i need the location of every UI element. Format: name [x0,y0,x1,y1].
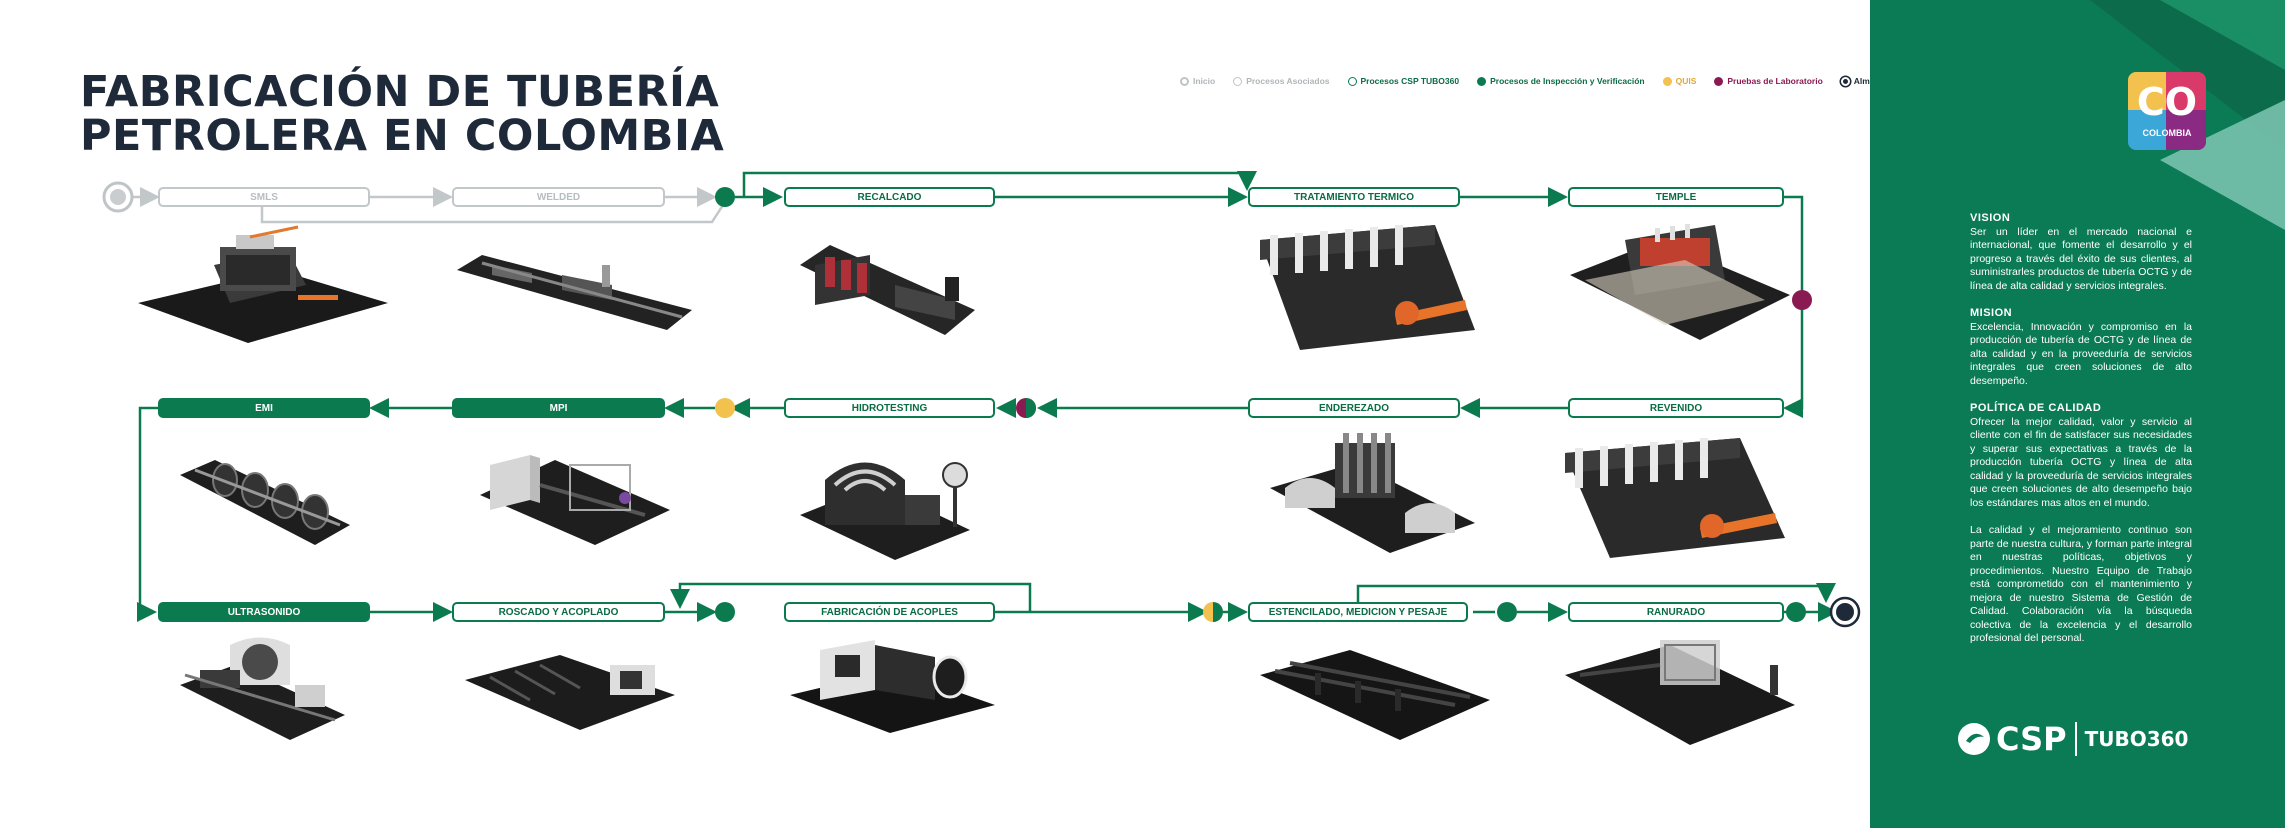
legend-purple-dot-icon [1714,76,1724,86]
stage-roscado-acoplado: ROSCADO Y ACOPLADO [452,602,665,622]
stage-emi: EMI [158,398,370,418]
csp-circle-icon [1958,723,1990,755]
mision-heading: MISION [1970,307,2013,319]
legend-item-quis: QUIS [1662,76,1696,86]
ranurado-machine-image [1565,640,1795,745]
legend-ring-icon [1233,76,1243,86]
stage-temple: TEMPLE [1568,187,1784,207]
process-diagram: FABRICACIÓN DE TUBERÍA PETROLERA EN COLO… [80,67,1902,745]
inspection-dot-icon [715,602,735,622]
lab-dot-icon [1792,290,1812,310]
roscado-machine-image [465,655,675,730]
legend-green-dot-icon [1477,76,1487,86]
stage-recalcado: RECALCADO [784,187,995,207]
colombia-logo: CO COLOMBIA [2128,72,2206,150]
storage-end-icon [1829,596,1861,628]
legend-ring-icon [1347,76,1357,86]
politica-text: Ofrecer la mejor calidad, valor y servic… [1970,415,2192,509]
recalcado-machine-image [800,245,975,335]
legend-item-csp: Procesos CSP TUBO360 [1347,76,1459,86]
smls-machine-image [138,225,388,343]
mission-text-block: VISION Ser un líder en el mercado nacion… [1970,212,2192,660]
legend-end-icon [1840,76,1850,86]
mpi-machine-image [480,455,670,545]
stage-revenido: REVENIDO [1568,398,1784,418]
legend-yellow-dot-icon [1662,76,1672,86]
legend-item-inicio: Inicio [1180,76,1215,86]
stage-welded: WELDED [452,187,665,207]
stage-ranurado: RANURADO [1568,602,1784,622]
stage-estencilado: ESTENCILADO, MEDICION Y PESAJE [1248,602,1468,622]
stage-enderezado: ENDEREZADO [1248,398,1460,418]
legend-item-laboratorio: Pruebas de Laboratorio [1714,76,1823,86]
csp-tubo360-logo: CSP TUBO360 [1956,720,2188,758]
lab-inspection-dot-icon [1016,398,1036,418]
brand-divider [2074,722,2077,756]
start-node-icon [102,181,134,213]
stage-fabricacion-acoples: FABRICACIÓN DE ACOPLES [784,602,995,622]
enderezado-machine-image [1270,433,1475,553]
legend-item-asociados: Procesos Asociados [1233,76,1330,86]
stage-smls: SMLS [158,187,370,207]
estencilado-machine-image [1260,650,1490,740]
inspection-dot-icon [715,187,735,207]
politica-heading: POLÍTICA DE CALIDAD [1970,402,2102,414]
hidrotesting-machine-image [800,462,970,560]
revenido-machine-image [1565,438,1785,558]
inspection-dot-icon [1786,602,1806,622]
vision-text: Ser un líder en el mercado nacional e in… [1970,225,2192,292]
quis-inspection-dot-icon [1203,602,1223,622]
welded-machine-image [457,255,692,330]
politica-text-2: La calidad y el mejoramiento continuo so… [1970,524,2192,644]
inspection-dot-icon [1497,602,1517,622]
tratamiento-termico-image [1260,225,1475,350]
quis-dot-icon [715,398,735,418]
page-title: FABRICACIÓN DE TUBERÍA PETROLERA EN COLO… [80,67,725,161]
info-sidebar: CO COLOMBIA VISION Ser un líder en el me… [1870,0,2285,828]
emi-machine-image [180,460,350,545]
mision-text: Excelencia, Innovación y compromiso en l… [1970,320,2192,387]
flow-lines [102,171,1861,628]
stage-tratamiento-termico: TRATAMIENTO TERMICO [1248,187,1460,207]
stage-hidrotesting: HIDROTESTING [784,398,995,418]
ultrasonido-machine-image [180,637,345,740]
temple-machine-image [1570,224,1790,340]
stage-ultrasonido: ULTRASONIDO [158,602,370,622]
legend-start-icon [1180,76,1189,86]
acoples-machine-image [790,640,995,733]
vision-heading: VISION [1970,212,2011,224]
legend-item-inspeccion: Procesos de Inspección y Verificación [1477,76,1645,86]
stage-mpi: MPI [452,398,665,418]
